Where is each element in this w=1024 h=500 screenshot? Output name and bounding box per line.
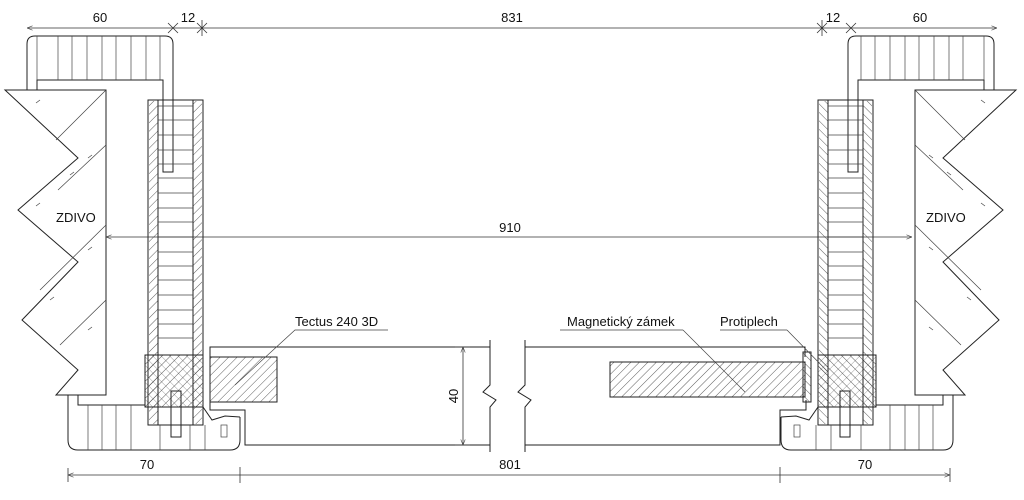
tectus-hinge	[209, 356, 278, 403]
dim-top-left-gap: 12	[181, 10, 195, 25]
door-leaf-left	[209, 340, 497, 452]
label-hinge: Tectus 240 3D	[295, 314, 378, 329]
break-line-right	[517, 340, 532, 452]
label-wall-right: ZDIVO	[926, 210, 966, 225]
label-strike-plate: Protiplech	[720, 314, 778, 329]
strike-plate	[802, 351, 812, 403]
dim-top-left-casing: 60	[93, 10, 107, 25]
label-wall-left: ZDIVO	[56, 210, 96, 225]
dim-top-right-gap: 12	[826, 10, 840, 25]
break-line-left	[482, 340, 497, 452]
dim-top-right-casing: 60	[913, 10, 927, 25]
dimension-lines	[27, 20, 997, 483]
dim-top-clear-width: 831	[501, 10, 523, 25]
door-frame	[144, 99, 204, 438]
dim-bottom-left-casing: 70	[140, 457, 154, 472]
dim-door-thickness: 40	[446, 389, 461, 403]
side-structure	[3, 35, 241, 451]
door-leaf-right	[517, 340, 812, 452]
dim-bottom-right-casing: 70	[858, 457, 872, 472]
side-structure-right	[780, 35, 1017, 451]
magnetic-lock	[609, 361, 806, 398]
label-magnetic-lock: Magnetický zámek	[567, 314, 675, 329]
dim-bottom-clear-width: 801	[499, 457, 521, 472]
bottom-casing	[67, 394, 241, 451]
masonry-wall	[3, 89, 107, 396]
top-casing	[26, 35, 174, 173]
dim-wall-opening: 910	[499, 220, 521, 235]
